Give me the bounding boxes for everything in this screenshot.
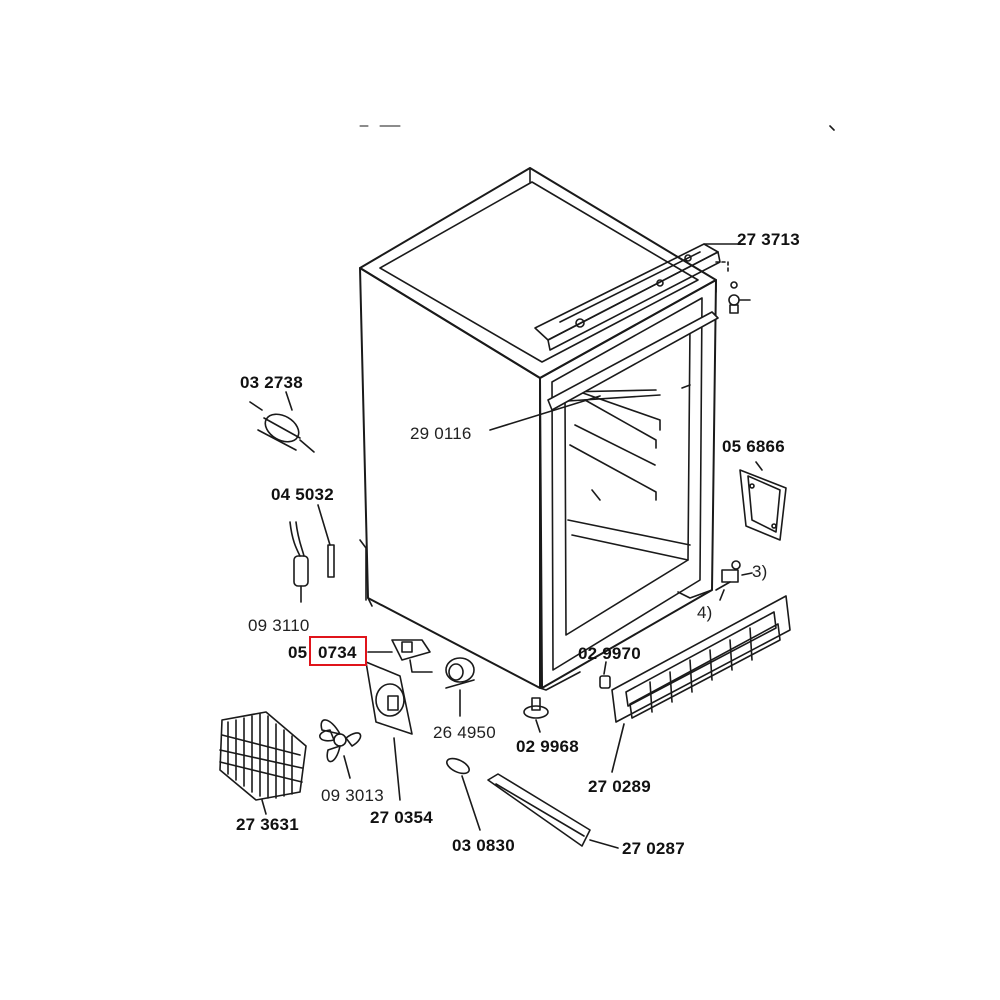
part-label-05-6866: 05 6866 [722, 437, 785, 456]
part-label-03-2738: 03 2738 [240, 373, 303, 392]
note-label-4: 4) [697, 603, 713, 622]
part-label-27-0354: 27 0354 [370, 808, 433, 827]
relay-drawing [289, 504, 335, 603]
part-label-27-0289: 27 0289 [588, 777, 651, 796]
note-label-3: 3) [752, 562, 768, 581]
fan-bracket-drawing [365, 661, 413, 801]
clip-drawing [599, 661, 611, 689]
part-label-26-4950: 26 4950 [433, 723, 496, 742]
base-strip-drawing [487, 773, 619, 849]
cabinet-drawing [359, 167, 717, 691]
part-label-09-3110: 09 3110 [248, 616, 310, 635]
hinge-drawing [715, 560, 753, 601]
fan-blade-drawing [319, 719, 362, 779]
part-label-0734: 0734 [318, 643, 357, 662]
part-label-05-prefix: 05 [288, 643, 308, 662]
part-label-27-0287: 27 0287 [622, 839, 685, 858]
grille-drawing [611, 595, 791, 773]
screw-drawing [523, 697, 549, 733]
highlight-box [309, 636, 367, 666]
strip-drawing [489, 311, 719, 431]
clamp-drawing [445, 657, 475, 717]
condenser-drawing [219, 711, 307, 815]
small-clip-drawing [446, 757, 481, 831]
part-label-02-9968: 02 9968 [516, 737, 579, 756]
part-label-27-3713: 27 3713 [737, 230, 800, 249]
part-label-27-3631: 27 3631 [236, 815, 299, 834]
top-rail-drawing [534, 243, 751, 351]
part-label-03-0830: 03 0830 [452, 836, 515, 855]
part-label-29-0116: 29 0116 [410, 424, 472, 443]
part-label-09-3013: 09 3013 [321, 786, 384, 805]
cover-plate-drawing [739, 461, 787, 541]
control-unit-drawing [367, 639, 433, 673]
part-label-04-5032: 04 5032 [271, 485, 334, 504]
part-label-02-9970: 02 9970 [578, 644, 641, 663]
thermostat-drawing [249, 391, 315, 453]
